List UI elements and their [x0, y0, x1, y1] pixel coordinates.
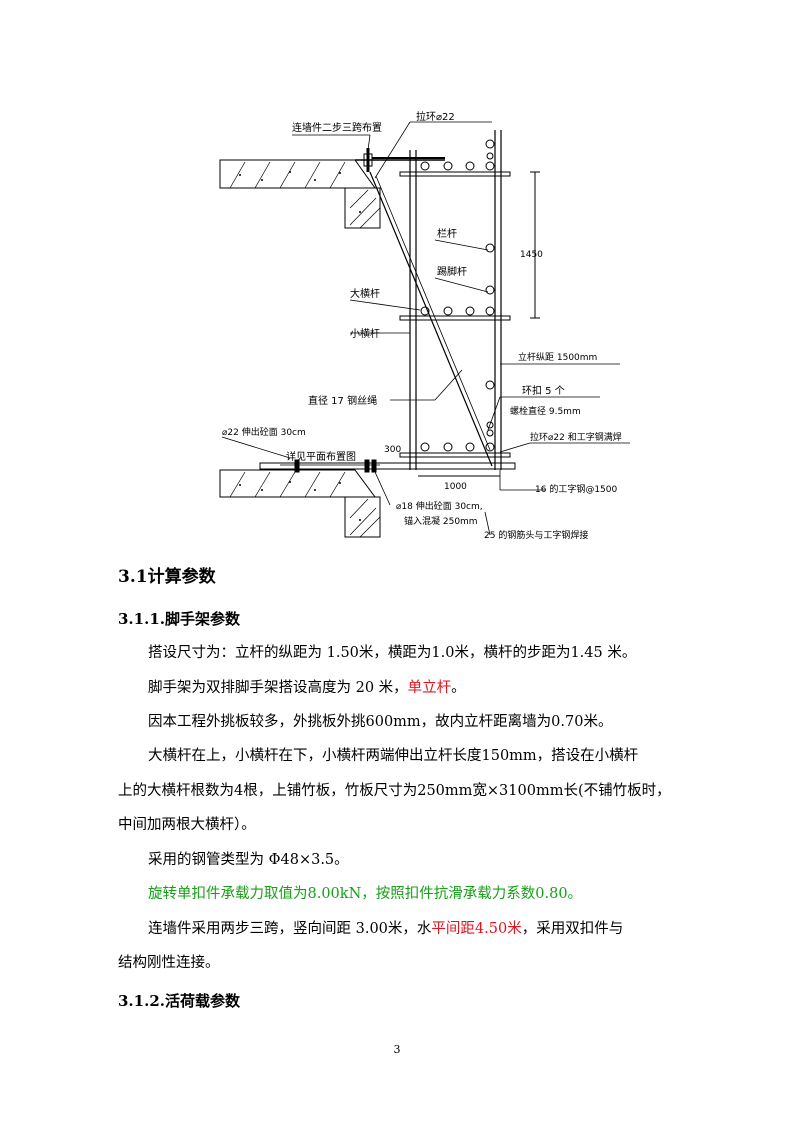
upper-slab — [219, 159, 445, 229]
paragraph-2: 脚手架为双排脚手架搭设高度为 20 米，单立杆。 — [148, 680, 466, 696]
label-1000: 1000 — [444, 482, 467, 492]
paragraph-4-line-3: 中间加两根大横杆）。 — [118, 817, 256, 833]
label-wire-rope: 直径 17 钢丝绳 — [308, 394, 377, 407]
label-rebar-22: ⌀22 伸出砼面 30cm — [222, 426, 306, 438]
label-see-plan: 详见平面布置图 — [286, 450, 356, 463]
paragraph-5: 采用的钢管类型为 Φ48×3.5。 — [148, 852, 349, 868]
label-anchor: 锚入混凝 250mm — [404, 515, 478, 527]
wire-rope — [369, 171, 493, 467]
label-300: 300 — [384, 445, 401, 455]
label-wall-tie: 连墙件二步三跨布置 — [292, 121, 382, 134]
paragraph-1: 搭设尺寸为：立杆的纵距为 1.50米，横距为1.0米，横杆的步距为1.45 米。 — [148, 645, 637, 661]
paragraph-4-line-2: 上的大横杆根数为4根，上铺竹板，竹板尺寸为250mm宽×3100mm长(不铺竹板… — [118, 783, 671, 799]
label-1450: 1450 — [520, 250, 543, 260]
page-number: 3 — [393, 1043, 401, 1056]
label-small-crossbar: 小横杆 — [350, 327, 380, 340]
scaffold-diagram: 连墙件二步三跨布置 拉环⌀22 栏杆 踢脚杆 大横杆 小横杆 1450 立杆纵距… — [200, 100, 660, 550]
label-rebar-25: 25 的钢筋头与工字钢焊接 — [484, 529, 588, 541]
paragraph-4-line-1: 大横杆在上，小横杆在下，小横杆两端伸出立杆长度150mm，搭设在小横杆 — [148, 748, 639, 764]
paragraph-3: 因本工程外挑板较多，外挑板外挑600mm，故内立杆距离墙为0.70米。 — [148, 714, 613, 730]
subsection-title-1: 3.1.1.脚手架参数 — [118, 610, 240, 628]
paragraph-6: 旋转单扣件承载力取值为8.00kN，按照扣件抗滑承载力系数0.80。 — [148, 886, 583, 902]
label-i-beam: 16 的工字钢@1500 — [535, 483, 617, 495]
label-rebar-18: ⌀18 伸出砼面 30cm, — [396, 500, 483, 512]
label-pole-spacing: 立杆纵距 1500mm — [518, 351, 597, 363]
label-pull-ring-top: 拉环⌀22 — [416, 110, 455, 123]
lower-slab — [219, 469, 381, 538]
crossbars — [399, 171, 511, 458]
label-toe-board: 踢脚杆 — [437, 265, 467, 278]
scaffold-poles — [409, 130, 502, 470]
big-crossbar-circles — [420, 139, 495, 452]
subsection-title-2: 3.1.2.活荷载参数 — [118, 992, 240, 1010]
label-pull-ring-weld: 拉环⌀22 和工字钢满焊 — [530, 431, 622, 443]
i-beam — [259, 462, 516, 470]
paragraph-7-line-2: 结构刚性连接。 — [118, 955, 220, 971]
section-title: 3.1计算参数 — [118, 567, 216, 587]
label-clamp-count: 环扣 5 个 — [522, 384, 565, 397]
label-big-crossbar: 大横杆 — [350, 287, 380, 300]
label-guardrail: 栏杆 — [437, 227, 457, 240]
paragraph-7-line-1: 连墙件采用两步三跨，竖向间距 3.00米，水平间距4.50米，采用双扣件与 — [148, 921, 624, 937]
label-bolt-dia: 螺栓直径 9.5mm — [510, 405, 581, 417]
